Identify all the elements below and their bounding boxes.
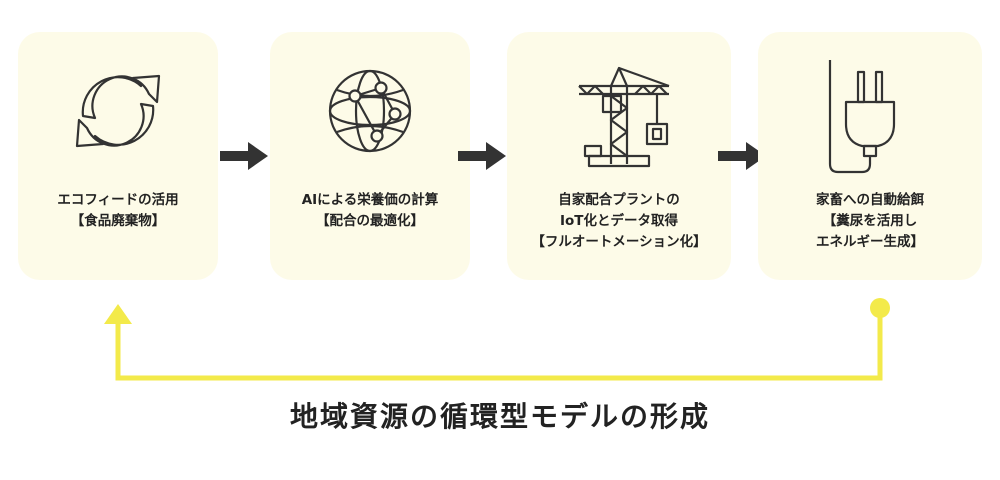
step-text: 家畜への自動給餌 【糞尿を活用し エネルギー生成】 bbox=[758, 190, 982, 253]
step-card-ai-nutrition: AIによる栄養価の計算 【配合の最適化】 bbox=[270, 32, 470, 280]
step-line: 【配合の最適化】 bbox=[316, 213, 424, 229]
flow-arrow bbox=[458, 142, 506, 170]
step-line: 【フルオートメーション化】 bbox=[531, 234, 707, 250]
recycle-arrows-icon bbox=[75, 74, 161, 148]
cycle-arrowhead bbox=[104, 304, 132, 324]
network-globe-icon bbox=[328, 69, 412, 153]
step-card-ecofeed: エコフィードの活用 【食品廃棄物】 bbox=[18, 32, 218, 280]
cycle-start-dot bbox=[870, 298, 890, 318]
step-line: エコフィードの活用 bbox=[57, 192, 179, 208]
step-line: IoT化とデータ取得 bbox=[559, 213, 678, 229]
flow-arrow bbox=[220, 142, 268, 170]
flow-arrow bbox=[718, 142, 766, 170]
step-text: 自家配合プラントの IoT化とデータ取得 【フルオートメーション化】 bbox=[507, 190, 731, 253]
step-card-auto-feeding: 家畜への自動給餌 【糞尿を活用し エネルギー生成】 bbox=[758, 32, 982, 280]
crane-icon bbox=[578, 66, 670, 168]
step-line: AIによる栄養価の計算 bbox=[301, 192, 439, 208]
step-line: 【糞尿を活用し bbox=[822, 213, 918, 229]
step-line: 家畜への自動給餌 bbox=[816, 192, 924, 208]
step-text: エコフィードの活用 【食品廃棄物】 bbox=[18, 190, 218, 232]
power-plug-icon bbox=[828, 60, 896, 174]
step-line: 自家配合プラントの bbox=[558, 192, 680, 208]
step-text: AIによる栄養価の計算 【配合の最適化】 bbox=[270, 190, 470, 232]
step-line: エネルギー生成】 bbox=[816, 234, 924, 250]
step-line: 【食品廃棄物】 bbox=[70, 213, 166, 229]
step-card-iot-plant: 自家配合プラントの IoT化とデータ取得 【フルオートメーション化】 bbox=[507, 32, 731, 280]
diagram-caption: 地域資源の循環型モデルの形成 bbox=[289, 400, 710, 433]
